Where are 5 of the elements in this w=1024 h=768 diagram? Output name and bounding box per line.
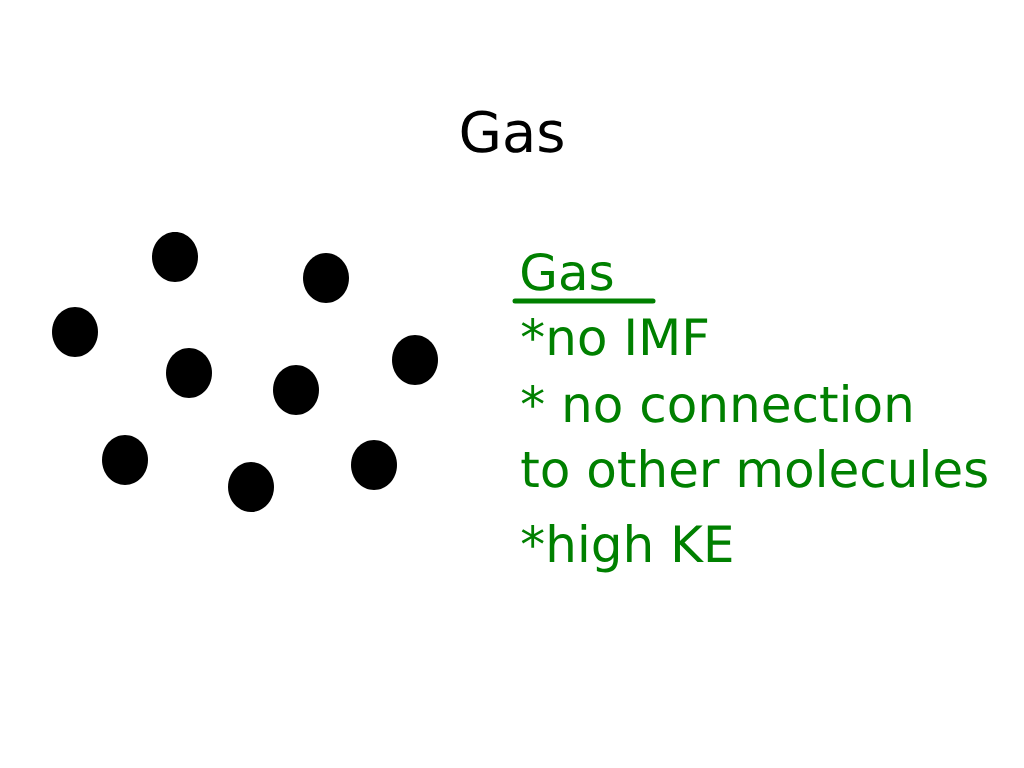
list-item: * no connection to other molecules [521, 384, 987, 488]
list-heading: Gas [512, 252, 656, 304]
title: Gas [461, 110, 563, 153]
list-item: *no IMF [521, 317, 708, 356]
list-item: *high KE [521, 524, 732, 573]
